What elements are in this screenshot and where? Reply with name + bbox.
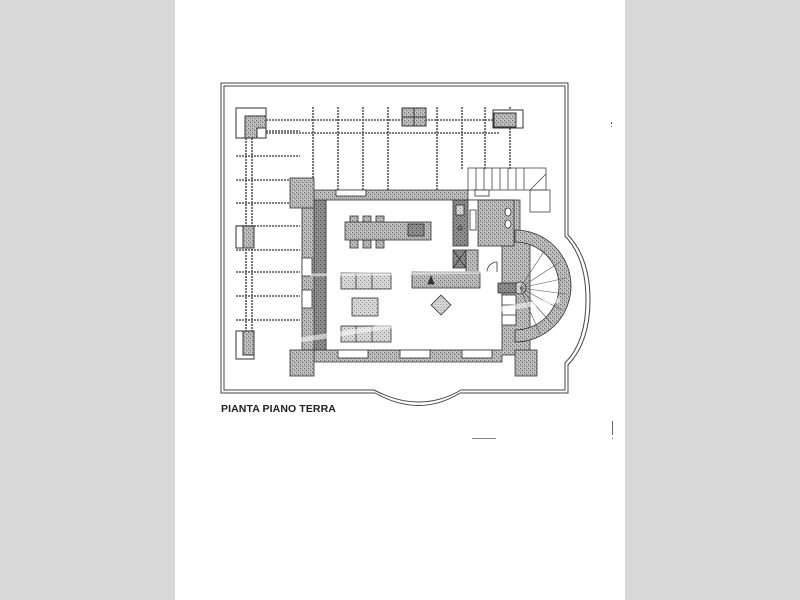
dining-island: [344, 215, 432, 249]
pergola-beams: [236, 107, 511, 360]
margin-marks: [611, 122, 613, 439]
scan-streaks: [299, 270, 561, 343]
external-stair: [467, 167, 551, 213]
site-boundary: [220, 82, 591, 406]
plan-caption: PIANTA PIANO TERRA: [221, 403, 336, 415]
kitchen-counter: [411, 271, 481, 289]
pergola-pillars: [235, 107, 524, 360]
kitchen-bath-block: [452, 199, 515, 273]
scale-dash: [472, 438, 496, 439]
spiral-staircase: [486, 229, 572, 343]
